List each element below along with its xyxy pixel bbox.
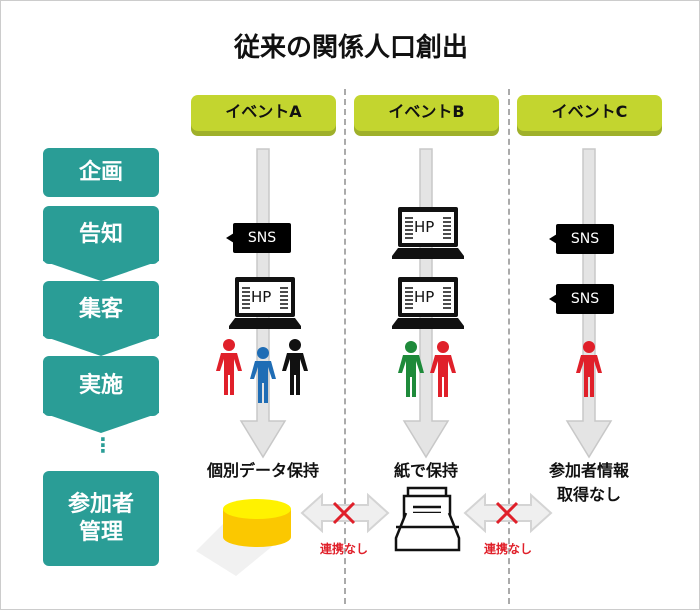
laptop-hp-icon: HP xyxy=(392,206,464,260)
stage-planning: 企画 xyxy=(43,148,159,197)
stage-announcement: 告知 xyxy=(43,206,159,264)
diagram-title: 従来の関係人口創出 xyxy=(233,33,468,63)
sns-bubble: SNS xyxy=(549,284,614,314)
result-b-label: 紙で保持 xyxy=(393,461,458,480)
laptop-hp-icon: HP xyxy=(229,276,301,330)
x-mark-icon xyxy=(332,501,519,525)
no-link-label: 連携なし xyxy=(319,542,368,556)
stage-recruitment: 集客 xyxy=(43,281,159,339)
sns-bubble: SNS xyxy=(226,223,291,253)
laptop-hp-icon: HP xyxy=(392,276,464,330)
database-icon xyxy=(223,499,291,547)
stage-ellipsis: ⋮ xyxy=(93,433,113,457)
event-c-header: イベントC xyxy=(517,95,662,131)
hp-label: HP xyxy=(414,288,435,306)
result-a-label: 個別データ保持 xyxy=(206,461,319,480)
hp-label: HP xyxy=(414,218,435,236)
hp-label: HP xyxy=(251,288,272,306)
stage-execution: 実施 xyxy=(43,356,159,416)
event-b-header: イベントB xyxy=(354,95,499,131)
event-a-header: イベントA xyxy=(191,95,336,131)
column-divider xyxy=(344,89,346,604)
no-link-label: 連携なし xyxy=(483,542,532,556)
column-divider xyxy=(508,89,510,604)
paper-tray-icon xyxy=(394,486,461,552)
sns-bubble: SNS xyxy=(549,224,614,254)
stage-participant-management: 参加者 管理 xyxy=(43,471,159,566)
result-c-label: 参加者情報 取得なし xyxy=(548,461,629,504)
